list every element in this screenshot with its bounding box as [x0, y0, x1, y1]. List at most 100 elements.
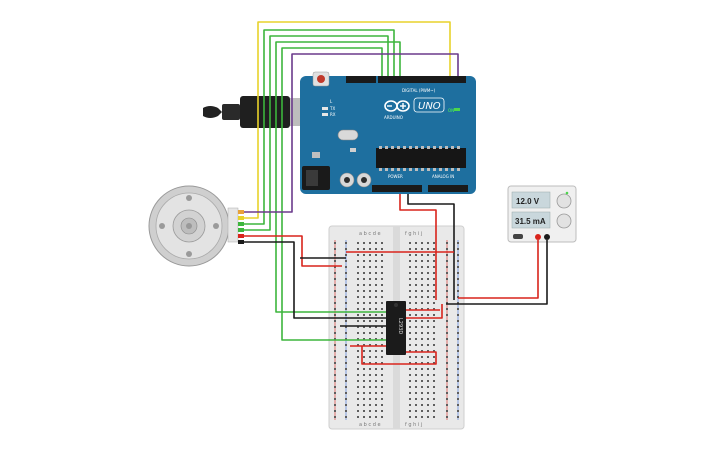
breadboard-hole[interactable] — [375, 416, 377, 418]
breadboard-hole[interactable] — [427, 260, 429, 262]
breadboard-hole[interactable] — [345, 290, 347, 292]
breadboard-hole[interactable] — [433, 260, 435, 262]
breadboard-hole[interactable] — [363, 266, 365, 268]
wire-red-5v[interactable] — [399, 194, 437, 300]
breadboard-hole[interactable] — [345, 242, 347, 244]
breadboard-hole[interactable] — [415, 338, 417, 340]
breadboard-hole[interactable] — [334, 356, 336, 358]
breadboard-hole[interactable] — [427, 242, 429, 244]
breadboard-hole[interactable] — [446, 314, 448, 316]
breadboard-hole[interactable] — [334, 374, 336, 376]
breadboard-hole[interactable] — [334, 272, 336, 274]
breadboard-hole[interactable] — [334, 266, 336, 268]
breadboard-hole[interactable] — [334, 260, 336, 262]
breadboard-hole[interactable] — [457, 326, 459, 328]
breadboard-hole[interactable] — [427, 248, 429, 250]
breadboard-hole[interactable] — [427, 266, 429, 268]
breadboard-hole[interactable] — [421, 272, 423, 274]
breadboard-hole[interactable] — [415, 416, 417, 418]
dc-power-supply[interactable]: 12.0 V 31.5 mA — [507, 185, 577, 243]
breadboard-hole[interactable] — [446, 260, 448, 262]
breadboard-hole[interactable] — [409, 284, 411, 286]
breadboard-hole[interactable] — [357, 308, 359, 310]
breadboard-hole[interactable] — [375, 356, 377, 358]
breadboard-hole[interactable] — [433, 326, 435, 328]
breadboard-hole[interactable] — [421, 332, 423, 334]
breadboard-hole[interactable] — [446, 308, 448, 310]
breadboard-hole[interactable] — [446, 362, 448, 364]
breadboard-hole[interactable] — [427, 308, 429, 310]
breadboard-hole[interactable] — [363, 308, 365, 310]
breadboard-hole[interactable] — [357, 272, 359, 274]
breadboard-hole[interactable] — [433, 314, 435, 316]
breadboard-hole[interactable] — [345, 350, 347, 352]
breadboard-hole[interactable] — [433, 266, 435, 268]
breadboard-hole[interactable] — [381, 380, 383, 382]
breadboard-hole[interactable] — [381, 416, 383, 418]
aref-pin-header[interactable] — [346, 76, 376, 83]
breadboard-hole[interactable] — [381, 392, 383, 394]
breadboard-hole[interactable] — [427, 326, 429, 328]
breadboard-hole[interactable] — [334, 296, 336, 298]
breadboard-hole[interactable] — [415, 374, 417, 376]
breadboard-hole[interactable] — [427, 416, 429, 418]
breadboard-hole[interactable] — [421, 308, 423, 310]
breadboard-hole[interactable] — [457, 266, 459, 268]
current-knob[interactable] — [556, 213, 572, 229]
breadboard-hole[interactable] — [345, 266, 347, 268]
breadboard-hole[interactable] — [357, 404, 359, 406]
breadboard-hole[interactable] — [427, 320, 429, 322]
breadboard-hole[interactable] — [415, 242, 417, 244]
breadboard-hole[interactable] — [375, 308, 377, 310]
breadboard-hole[interactable] — [369, 254, 371, 256]
breadboard-hole[interactable] — [381, 332, 383, 334]
breadboard-hole[interactable] — [446, 410, 448, 412]
breadboard-hole[interactable] — [357, 344, 359, 346]
breadboard-hole[interactable] — [375, 260, 377, 262]
breadboard-hole[interactable] — [345, 410, 347, 412]
breadboard-hole[interactable] — [457, 350, 459, 352]
breadboard-hole[interactable] — [334, 362, 336, 364]
breadboard-hole[interactable] — [345, 254, 347, 256]
breadboard-hole[interactable] — [415, 302, 417, 304]
breadboard-hole[interactable] — [421, 356, 423, 358]
breadboard-hole[interactable] — [415, 350, 417, 352]
breadboard-hole[interactable] — [457, 410, 459, 412]
breadboard-hole[interactable] — [421, 386, 423, 388]
breadboard-hole[interactable] — [381, 314, 383, 316]
breadboard-hole[interactable] — [375, 404, 377, 406]
breadboard-hole[interactable] — [345, 272, 347, 274]
breadboard-hole[interactable] — [409, 290, 411, 292]
breadboard-hole[interactable] — [446, 242, 448, 244]
breadboard-hole[interactable] — [446, 356, 448, 358]
wire-green-encoder-a[interactable] — [244, 29, 395, 225]
breadboard-hole[interactable] — [369, 266, 371, 268]
breadboard-hole[interactable] — [369, 320, 371, 322]
breadboard-hole[interactable] — [427, 338, 429, 340]
breadboard-hole[interactable] — [457, 290, 459, 292]
breadboard-hole[interactable] — [415, 266, 417, 268]
breadboard-hole[interactable] — [433, 278, 435, 280]
breadboard-hole[interactable] — [446, 278, 448, 280]
breadboard-hole[interactable] — [369, 272, 371, 274]
breadboard-hole[interactable] — [375, 314, 377, 316]
breadboard-hole[interactable] — [375, 278, 377, 280]
breadboard-hole[interactable] — [433, 380, 435, 382]
breadboard-hole[interactable] — [357, 314, 359, 316]
breadboard-hole[interactable] — [415, 380, 417, 382]
breadboard-hole[interactable] — [363, 260, 365, 262]
breadboard-hole[interactable] — [381, 344, 383, 346]
breadboard-hole[interactable] — [375, 266, 377, 268]
digital-pin-header[interactable] — [378, 76, 466, 83]
breadboard-hole[interactable] — [421, 410, 423, 412]
breadboard-hole[interactable] — [345, 302, 347, 304]
breadboard-hole[interactable] — [457, 278, 459, 280]
breadboard-hole[interactable] — [415, 248, 417, 250]
breadboard-hole[interactable] — [363, 350, 365, 352]
breadboard-hole[interactable] — [421, 392, 423, 394]
breadboard-hole[interactable] — [357, 410, 359, 412]
breadboard-hole[interactable] — [446, 380, 448, 382]
breadboard-hole[interactable] — [375, 332, 377, 334]
breadboard-hole[interactable] — [409, 248, 411, 250]
breadboard-hole[interactable] — [363, 272, 365, 274]
